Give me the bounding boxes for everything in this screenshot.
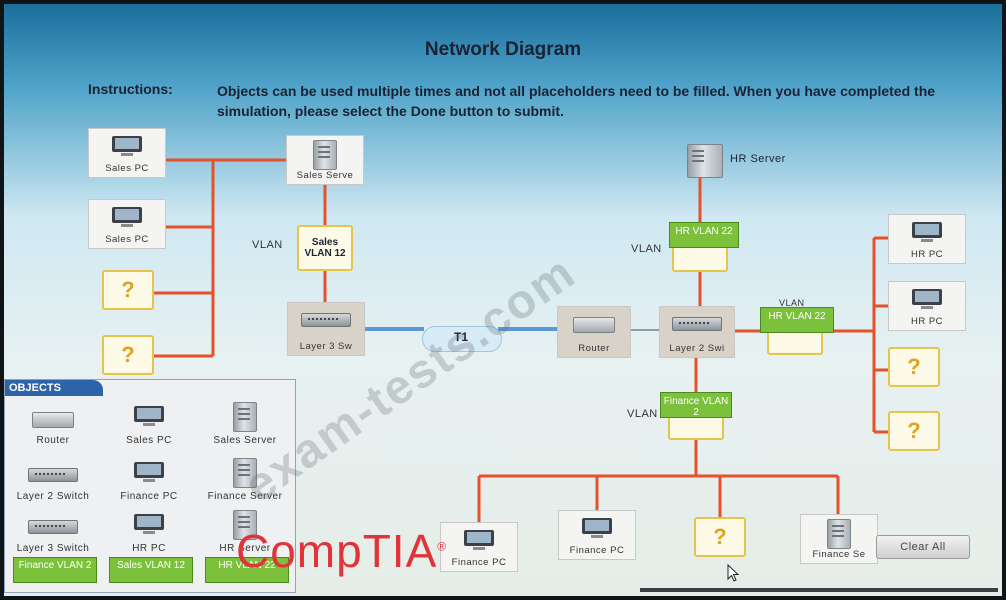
pc-icon xyxy=(134,514,164,534)
object-label: HR Server xyxy=(219,543,271,554)
hr-pc-node-2[interactable]: HR PC xyxy=(888,281,966,331)
sales-pc-node-2[interactable]: Sales PC xyxy=(88,199,166,249)
brand-text: CompTIA xyxy=(236,525,438,577)
sales-vlan-label: Sales VLAN 12 xyxy=(304,237,346,259)
hr-vlan-right-prefix: VLAN xyxy=(779,298,805,308)
taskbar-strip xyxy=(640,588,998,592)
t1-label: T1 xyxy=(453,330,468,344)
instructions-label: Instructions: xyxy=(88,81,173,97)
node-label: Sales PC xyxy=(105,234,149,245)
object-vlan-sales[interactable]: Sales VLAN 12 xyxy=(109,557,193,583)
object-label: Router xyxy=(36,435,70,446)
instructions-text: Objects can be used multiple times and n… xyxy=(217,83,936,119)
finance-vlan-tag[interactable]: Finance VLAN 2 xyxy=(660,392,732,418)
placeholder-hr-2[interactable]: ? xyxy=(888,411,940,451)
placeholder-hr-1[interactable]: ? xyxy=(888,347,940,387)
router-node[interactable]: Router xyxy=(557,306,631,358)
simulation-screen: Network Diagram Instructions: Objects ca… xyxy=(4,4,1002,596)
server-icon xyxy=(233,510,257,540)
object-vlan-hr[interactable]: HR VLAN 22 xyxy=(205,557,289,583)
object-label: HR PC xyxy=(132,543,166,554)
objects-panel: OBJECTS Router Sales PC Sales Server Lay… xyxy=(4,379,296,593)
node-label: Sales Serve xyxy=(296,170,354,181)
pc-icon xyxy=(912,289,942,309)
objects-panel-title: OBJECTS xyxy=(5,380,103,396)
switch-icon xyxy=(301,313,351,327)
server-icon xyxy=(827,519,851,549)
server-icon xyxy=(313,140,337,170)
switch-icon xyxy=(28,468,78,482)
node-label: HR PC xyxy=(910,316,944,327)
router-icon xyxy=(573,317,615,333)
hr-pc-node-1[interactable]: HR PC xyxy=(888,214,966,264)
object-label: Sales PC xyxy=(126,435,172,446)
layer2-switch-node[interactable]: Layer 2 Swi xyxy=(659,306,735,358)
finance-pc-node-2[interactable]: Finance PC xyxy=(558,510,636,560)
object-layer2-switch[interactable]: Layer 2 Switch xyxy=(5,454,101,508)
pc-icon xyxy=(912,222,942,242)
placeholder-sales-1[interactable]: ? xyxy=(102,270,154,310)
server-icon xyxy=(233,458,257,488)
pc-icon xyxy=(134,462,164,482)
cursor-icon xyxy=(727,564,740,582)
object-hr-server[interactable]: HR Server xyxy=(197,506,293,560)
object-router[interactable]: Router xyxy=(5,398,101,452)
hr-server-label: HR Server xyxy=(730,153,786,165)
node-label: Finance Se xyxy=(812,549,866,560)
pc-icon xyxy=(134,406,164,426)
registered-mark: ® xyxy=(437,539,448,554)
object-vlan-finance[interactable]: Finance VLAN 2 xyxy=(13,557,97,583)
hr-vlan-tag-right[interactable]: HR VLAN 22 xyxy=(760,307,834,333)
layer3-switch-node[interactable]: Layer 3 Sw xyxy=(287,302,365,356)
object-label: Finance PC xyxy=(120,491,178,502)
node-label: Layer 3 Sw xyxy=(299,341,353,352)
object-label: Layer 3 Switch xyxy=(16,543,90,554)
t1-cloud: T1 xyxy=(422,318,502,354)
sales-vlan-slot[interactable]: Sales VLAN 12 xyxy=(297,225,353,271)
object-sales-server[interactable]: Sales Server xyxy=(197,398,293,452)
finance-pc-node-1[interactable]: Finance PC xyxy=(440,522,518,572)
sales-vlan-prefix: VLAN xyxy=(252,239,283,251)
node-label: Sales PC xyxy=(105,163,149,174)
node-label: Router xyxy=(578,343,610,354)
object-finance-pc[interactable]: Finance PC xyxy=(101,454,197,508)
server-icon xyxy=(233,402,257,432)
comptia-logo: CompTIA® xyxy=(236,524,447,578)
pc-icon xyxy=(464,530,494,550)
cloud-icon xyxy=(422,326,502,352)
switch-icon xyxy=(28,520,78,534)
placeholder-finance[interactable]: ? xyxy=(694,517,746,557)
page-title: Network Diagram xyxy=(424,39,582,60)
object-finance-server[interactable]: Finance Server xyxy=(197,454,293,508)
pc-icon xyxy=(582,518,612,538)
object-label: Layer 2 Switch xyxy=(16,491,90,502)
pc-icon xyxy=(112,207,142,227)
placeholder-sales-2[interactable]: ? xyxy=(102,335,154,375)
object-label: Sales Server xyxy=(213,435,277,446)
router-icon xyxy=(32,412,74,428)
switch-icon xyxy=(672,317,722,331)
object-hr-pc[interactable]: HR PC xyxy=(101,506,197,560)
node-label: HR PC xyxy=(910,249,944,260)
clear-all-button[interactable]: Clear All xyxy=(876,535,970,559)
hr-vlan-tag-top[interactable]: HR VLAN 22 xyxy=(669,222,739,248)
hr-server-icon[interactable] xyxy=(687,144,723,178)
sales-server-node[interactable]: Sales Serve xyxy=(286,135,364,185)
object-layer3-switch[interactable]: Layer 3 Switch xyxy=(5,506,101,560)
object-label: Finance Server xyxy=(207,491,283,502)
pc-icon xyxy=(112,136,142,156)
hr-vlan-top-prefix: VLAN xyxy=(631,243,662,255)
finance-vlan-prefix: VLAN xyxy=(627,408,658,420)
sales-pc-node-1[interactable]: Sales PC xyxy=(88,128,166,178)
node-label: Finance PC xyxy=(451,557,507,568)
node-label: Layer 2 Swi xyxy=(669,343,725,354)
finance-server-node[interactable]: Finance Se xyxy=(800,514,878,564)
object-sales-pc[interactable]: Sales PC xyxy=(101,398,197,452)
node-label: Finance PC xyxy=(569,545,625,556)
